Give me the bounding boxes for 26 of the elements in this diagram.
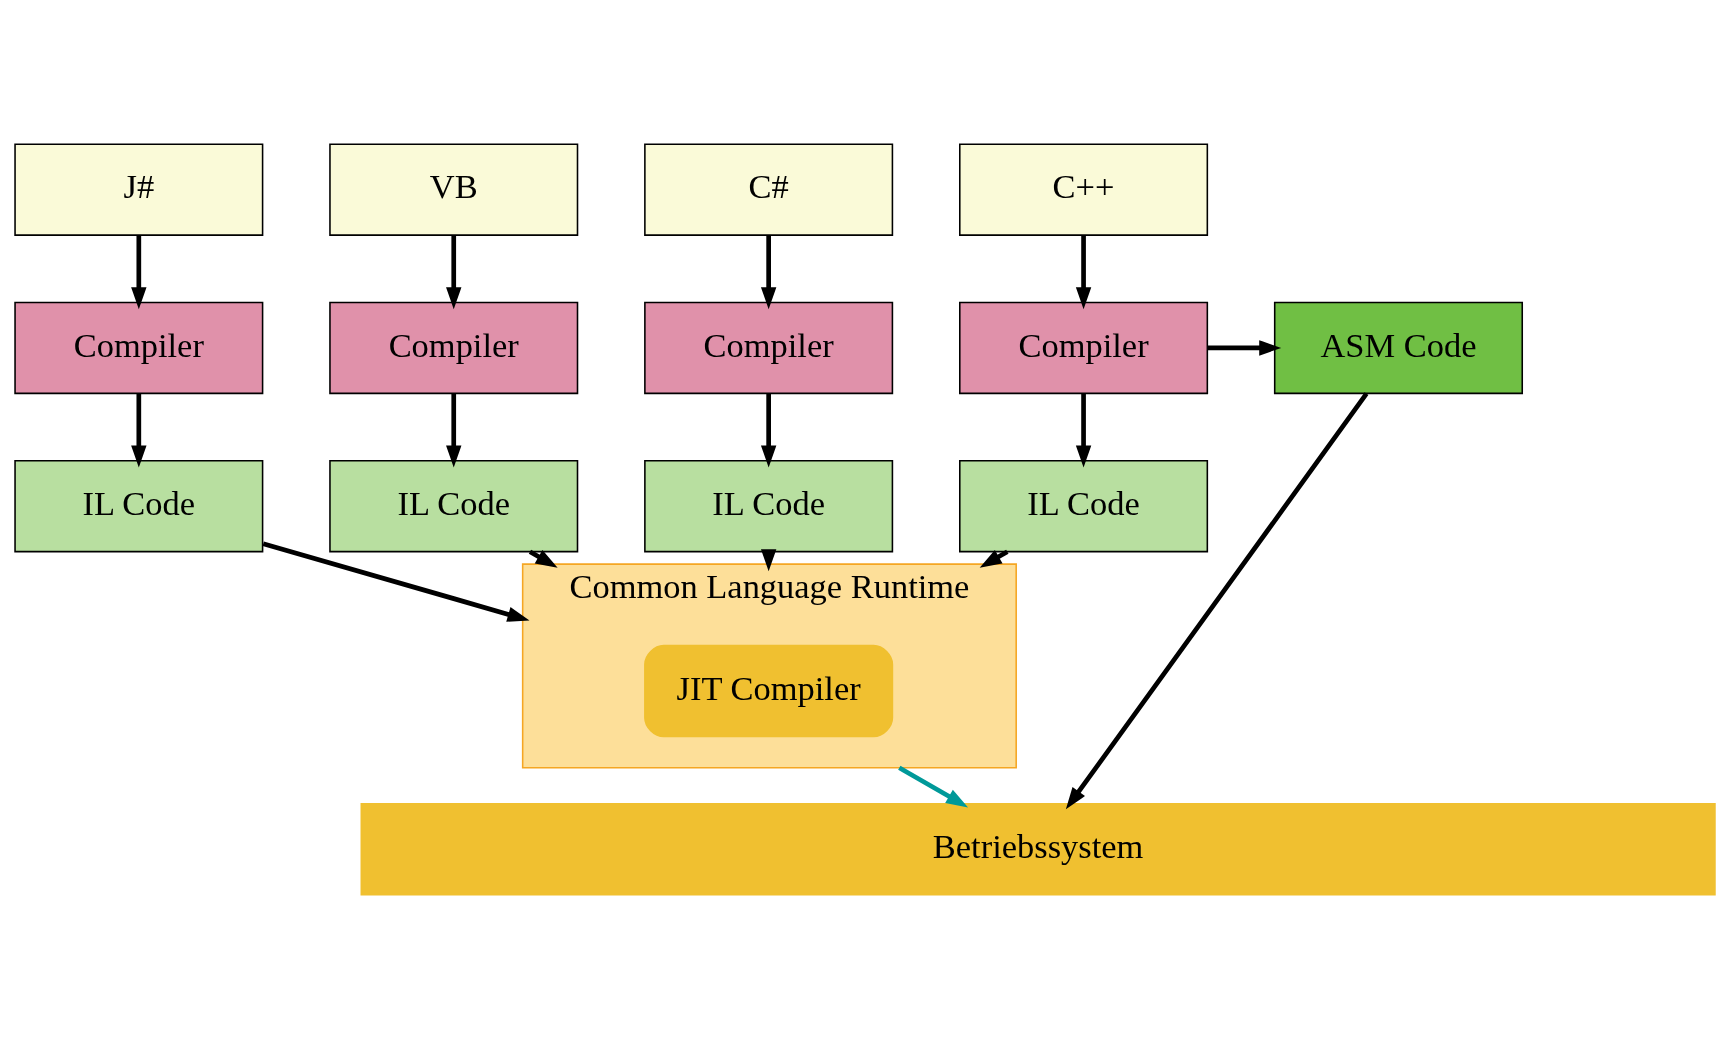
node-box: C++ xyxy=(959,143,1209,236)
arrow xyxy=(1065,392,1369,810)
arrow xyxy=(131,235,147,310)
node-box: C# xyxy=(644,143,894,236)
arrow xyxy=(760,393,777,468)
node-box: J# xyxy=(14,143,264,236)
node-box: IL Code xyxy=(14,459,264,553)
node-box: JIT Compiler xyxy=(644,644,894,738)
arrow xyxy=(898,765,969,808)
node-box: IL Code xyxy=(959,459,1209,553)
node-box: Compiler xyxy=(959,301,1209,395)
node-box: Compiler xyxy=(329,301,579,395)
node-box: IL Code xyxy=(329,459,579,553)
arrow xyxy=(446,235,462,310)
arrow xyxy=(1207,340,1282,356)
node-box: Compiler xyxy=(644,301,894,395)
arrow xyxy=(446,393,462,468)
node-box: VB xyxy=(329,143,579,236)
arrow xyxy=(1075,235,1092,310)
node-box: ASM Code xyxy=(1273,301,1524,395)
arrow xyxy=(1075,393,1092,468)
arrow xyxy=(262,541,530,622)
node-box: Betriebssystem xyxy=(360,803,1716,896)
arrow xyxy=(760,235,777,310)
node-box: Compiler xyxy=(14,301,264,395)
arrow xyxy=(131,393,147,468)
